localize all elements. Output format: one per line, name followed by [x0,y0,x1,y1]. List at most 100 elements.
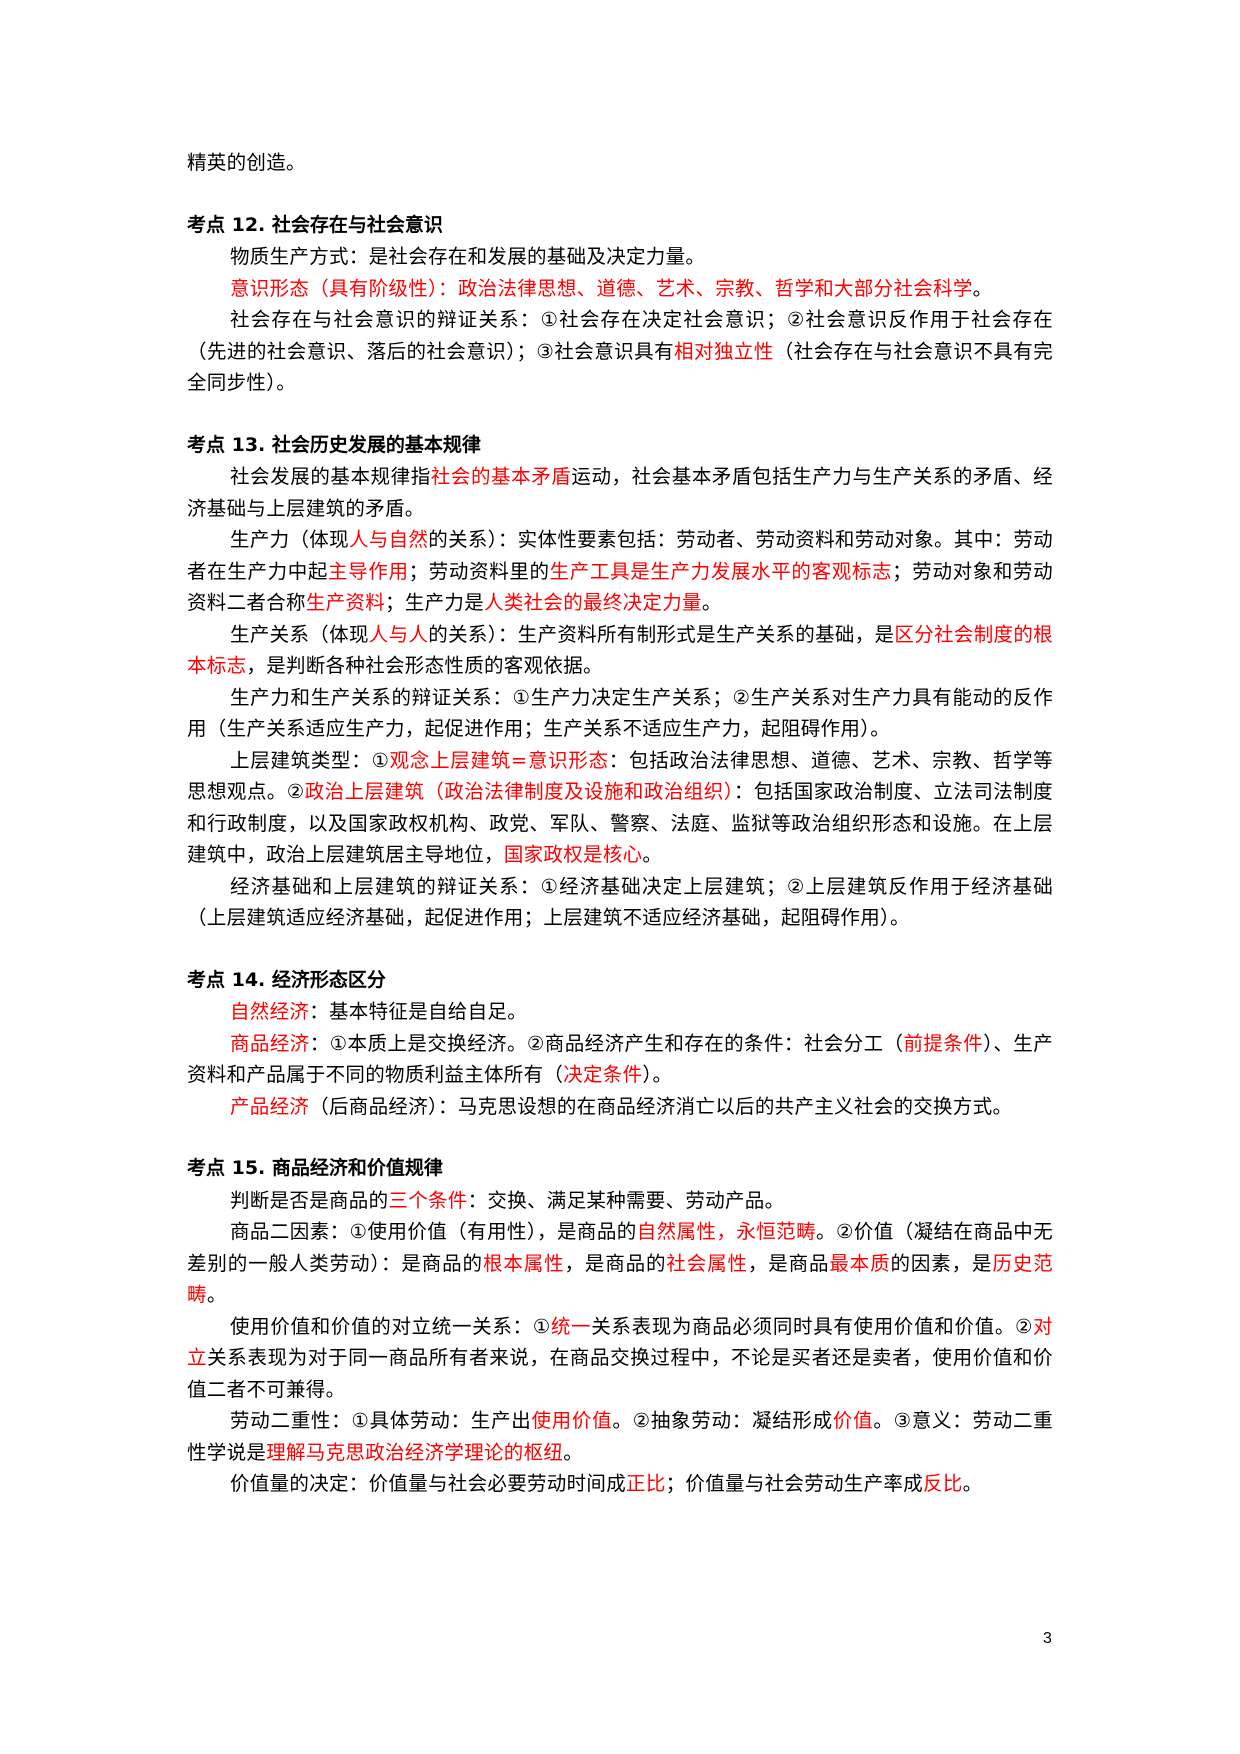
paragraph: 生产力（体现人与自然的关系）：实体性要素包括：劳动者、劳动资料和劳动对象。其中：… [187,524,1053,619]
text-run: ）、生产资料和产品属于不同的物质利益主体所有（ [187,1031,1054,1087]
text-run: 价值量的决定：价值量与社会必要劳动时间成 [230,1472,627,1495]
sections-container: 考点 12. 社会存在与社会意识物质生产方式：是社会存在和发展的基础及决定力量。… [187,179,1053,1500]
text-run: 使用价值和价值的对立统一关系：① [230,1314,551,1338]
section-heading: 考点 12. 社会存在与社会意识 [187,213,443,236]
text-run: 上层建筑类型：① [230,748,390,772]
highlighted-term: 前提条件 [903,1031,984,1055]
text-run: 。③意义：劳动二重性学说是 [187,1409,1054,1464]
text-run: 。 [563,1440,584,1464]
text-run: 劳动二重性：①具体劳动：生产出 [230,1409,532,1432]
highlighted-term: 决定条件 [563,1063,643,1086]
text-run: 。②价值（凝结在商品中无差别的一般人类劳动）：是商品的 [187,1220,1053,1275]
paragraph: 商品二因素：①使用价值（有用性），是商品的自然属性，永恒范畴。②价值（凝结在商品… [187,1216,1053,1311]
highlighted-term: 观念上层建筑=意识形态 [389,748,609,772]
page-number: 3 [1043,1630,1052,1647]
highlighted-term: 商品经济 [230,1031,310,1055]
text-run: 的因素，是 [890,1251,993,1275]
highlighted-term: 根本属性 [482,1251,565,1275]
section-heading: 考点 14. 经济形态区分 [187,968,386,991]
text-run: ：基本特征是自给自足。 [309,1000,528,1023]
text-run: ：包括政治法律思想、道德、艺术、宗教、哲学等思想观点。② [187,748,1053,804]
text-run: ；劳动资料里的 [408,559,550,583]
paragraph: 自然经济：基本特征是自给自足。 [187,996,1053,1028]
text-run: 关系表现为商品必须同时具有使用价值和价值。② [591,1314,1034,1338]
paragraph: 社会存在与社会意识的辩证关系：①社会存在决定社会意识；②社会意识反作用于社会存在… [187,304,1053,399]
section-gap [187,934,1053,965]
highlighted-term: 主导作用 [328,559,409,583]
text-run: 商品二因素：①使用价值（有用性），是商品的 [230,1220,637,1243]
highlighted-term: 最本质 [829,1251,891,1275]
section-heading: 考点 13. 社会历史发展的基本规律 [187,433,481,456]
highlighted-term: 人与自然 [348,528,429,551]
intro-tail-text: 精英的创造。 [187,151,306,174]
paragraph: 产品经济（后商品经济）：马克思设想的在商品经济消亡以后的共产主义社会的交换方式。 [187,1091,1053,1123]
highlighted-term: 统一 [550,1314,592,1338]
text-run: 生产力（体现 [230,528,349,551]
text-run: ，是判断各种社会形态性质的客观依据。 [246,654,603,677]
highlighted-term: 对立 [187,1314,1053,1370]
text-run: 社会发展的基本规律指 [230,465,431,488]
text-run: ；劳动对象和劳动资料二者合称 [187,559,1053,615]
paragraph: 经济基础和上层建筑的辩证关系：①经济基础决定上层建筑；②上层建筑反作用于经济基础… [187,871,1053,934]
text-run: 的关系）：实体性要素包括：劳动者、劳动资料和劳动对象。其中：劳动者在生产力中起 [187,528,1053,583]
paragraph: 判断是否是商品的三个条件：交换、满足某种需要、劳动产品。 [187,1185,1053,1217]
text-run: 社会存在与社会意识的辩证关系：①社会存在决定社会意识；②社会意识反作用于社会存在… [187,308,1053,363]
paragraph: 商品经济：①本质上是交换经济。②商品经济产生和存在的条件：社会分工（前提条件）、… [187,1028,1053,1091]
text-run: （社会存在与社会意识不具有完全同步性）。 [187,339,1053,395]
text-run: ）。 [642,1063,673,1086]
text-run: ：①本质上是交换经济。②商品经济产生和存在的条件：社会分工（ [309,1031,904,1055]
highlighted-term: 生产资料 [305,591,386,614]
section-gap [187,399,1053,430]
highlighted-term: 理解马克思政治经济学理论的枢纽 [266,1440,564,1464]
highlighted-term: 反比 [923,1472,963,1495]
text-run: ；价值量与社会劳动生产率成 [665,1472,924,1495]
highlighted-term: 意识形态（具有阶级性）：政治法律思想、道德、艺术、宗教、哲学和大部分社会科学 [230,276,973,300]
highlighted-term: 相对独立性 [674,339,774,363]
text-run: （后商品经济）：马克思设想的在商品经济消亡以后的共产主义社会的交换方式。 [309,1094,1013,1118]
highlighted-term: 三个条件 [388,1188,468,1212]
highlighted-term: 区分社会制度的根本标志 [187,622,1053,678]
text-run: 运动，社会基本矛盾包括生产力与生产关系的矛盾、经济基础与上层建筑的矛盾。 [187,465,1053,520]
highlighted-term: 自然经济 [230,1000,310,1023]
section-gap [187,1122,1053,1153]
highlighted-term: 人类社会的最终决定力量 [484,591,702,614]
text-run: 的关系）：生产资料所有制形式是生产关系的基础，是 [428,622,895,646]
highlighted-term: 历史范畴 [187,1251,1053,1307]
text-run: 。 [206,1283,227,1306]
text-run: ；生产力是 [385,591,485,614]
highlighted-term: 政治上层建筑（政治法律制度及设施和政治组织） [304,780,734,803]
highlighted-term: 产品经济 [230,1094,310,1118]
highlighted-term: 国家政权是核心 [503,843,643,866]
text-run: 生产力和生产关系的辩证关系：①生产力决定生产关系；②生产关系对生产力具有能动的反… [187,685,1053,741]
document-page: 精英的创造。 考点 12. 社会存在与社会意识物质生产方式：是社会存在和发展的基… [187,147,1053,1500]
highlighted-term: 人与人 [368,622,429,646]
highlighted-term: 自然属性，永恒范畴 [636,1220,817,1243]
paragraph: 物质生产方式：是社会存在和发展的基础及决定力量。 [187,241,1053,273]
paragraph: 生产力和生产关系的辩证关系：①生产力决定生产关系；②生产关系对生产力具有能动的反… [187,682,1053,745]
text-run: 判断是否是商品的 [230,1188,389,1212]
text-run: 。 [972,276,993,300]
highlighted-term: 社会的基本矛盾 [430,465,572,488]
text-run: 。 [962,1472,983,1495]
paragraph: 上层建筑类型：①观念上层建筑=意识形态：包括政治法律思想、道德、艺术、宗教、哲学… [187,745,1053,871]
section-gap [187,179,1053,210]
text-run: 。②抽象劳动：凝结形成 [612,1409,833,1432]
text-run: ：交换、满足某种需要、劳动产品。 [467,1188,785,1212]
text-run: 经济基础和上层建筑的辩证关系：①经济基础决定上层建筑；②上层建筑反作用于经济基础… [187,874,1053,930]
highlighted-term: 价值 [832,1409,874,1432]
section-heading: 考点 15. 商品经济和价值规律 [187,1157,443,1179]
text-run: 关系表现为对于同一商品所有者来说，在商品交换过程中，不论是买者还是卖者，使用价值… [187,1346,1053,1401]
text-run: 生产关系（体现 [230,622,369,646]
paragraph: 劳动二重性：①具体劳动：生产出使用价值。②抽象劳动：凝结形成价值。③意义：劳动二… [187,1405,1053,1468]
paragraph: 生产关系（体现人与人的关系）：生产资料所有制形式是生产关系的基础，是区分社会制度… [187,619,1053,682]
text-run: ，是商品的 [564,1251,667,1275]
highlighted-term: 社会属性 [666,1251,748,1275]
text-run: 物质生产方式：是社会存在和发展的基础及决定力量。 [230,245,706,268]
paragraph: 社会发展的基本规律指社会的基本矛盾运动，社会基本矛盾包括生产力与生产关系的矛盾、… [187,461,1053,524]
text-run: ，是商品 [747,1251,830,1275]
text-run: ：包括国家政治制度、立法司法制度和行政制度，以及国家政权机构、政党、军队、警察、… [187,780,1053,866]
paragraph: 使用价值和价值的对立统一关系：①统一关系表现为商品必须同时具有使用价值和价值。②… [187,1311,1053,1406]
highlighted-term: 生产工具是生产力发展水平的客观标志 [549,559,893,583]
text-run: 。 [701,591,722,614]
text-run: 。 [642,843,663,866]
